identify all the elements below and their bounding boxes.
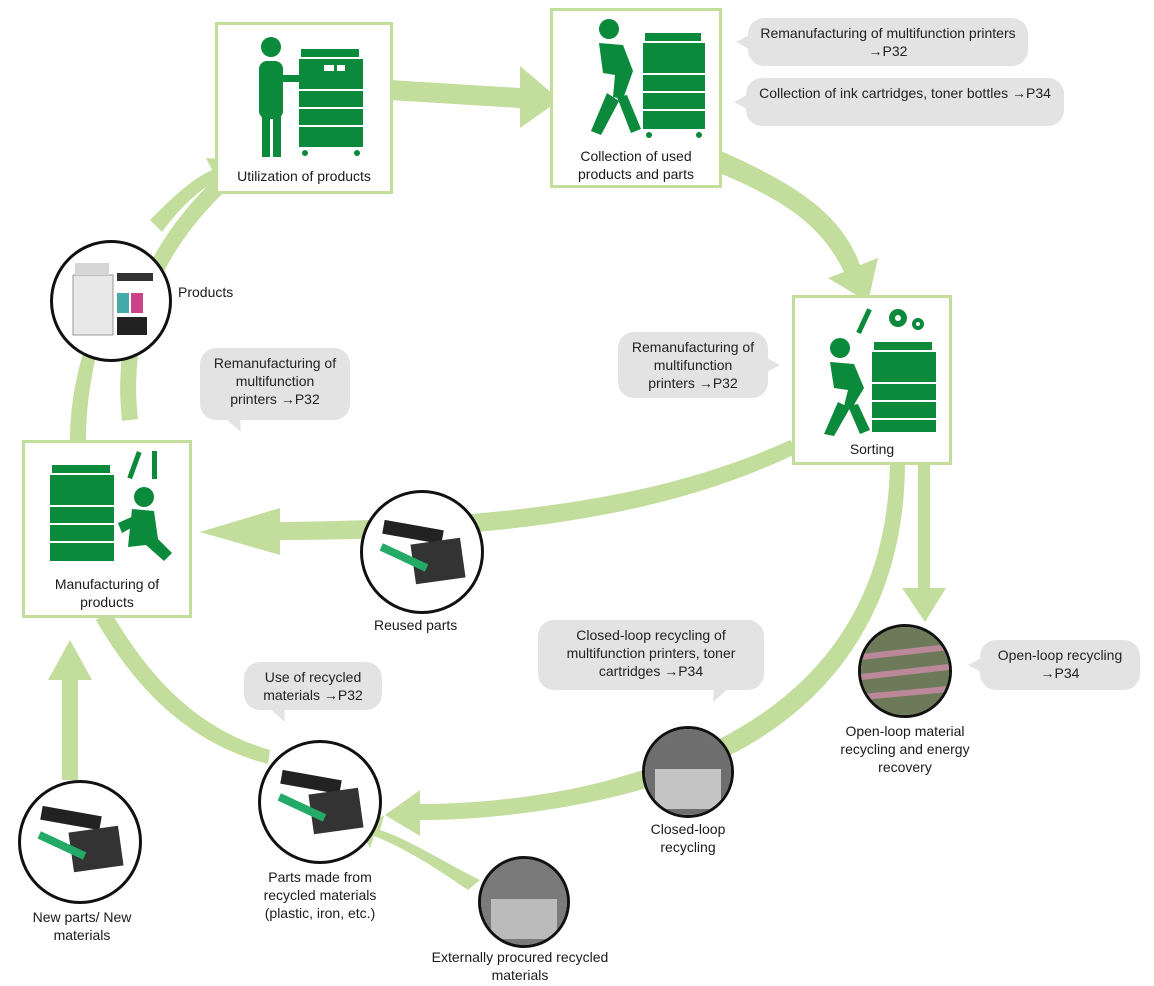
arrow-up-left: [70, 245, 138, 440]
arrow-manufacturing-to-parts: [96, 610, 270, 764]
external-caption: Externally procured recycled materials: [431, 949, 609, 983]
external-image: [478, 856, 570, 948]
new-parts-image: [18, 780, 142, 904]
bubble-closed-loop: Closed-loop recycling of multifunction p…: [538, 620, 764, 702]
collection-box: Collection of used products and parts: [550, 8, 722, 188]
closed-loop-image: [642, 726, 734, 818]
collection-label: Collection of used products and parts: [578, 148, 694, 182]
arrow-to-manufacturing: [200, 440, 800, 555]
utilization-box: Utilization of products: [215, 22, 393, 194]
bubble-recycled-materials: Use of recycled materials →P32: [244, 662, 382, 722]
manufacturing-box: Manufacturing of products: [22, 440, 192, 618]
open-loop-caption: Open-loop material recycling and energy …: [840, 723, 970, 775]
products-caption: Products: [178, 284, 234, 300]
products-image: [50, 240, 172, 362]
sorting-box: Sorting: [792, 295, 952, 465]
bubble-collection-ink: Collection of ink cartridges, toner bott…: [734, 78, 1064, 126]
arrow-products-to-utilization: [150, 158, 235, 232]
arrow-external-to-parts: [355, 816, 480, 890]
reused-parts-image: [360, 490, 484, 614]
closed-loop-caption: Closed-loop recycling: [650, 821, 726, 855]
new-parts-caption: New parts/ New materials: [32, 909, 132, 943]
printer-person-icon: [259, 37, 363, 157]
collection-person-icon: [591, 19, 705, 138]
bubble-open-loop: Open-loop recycling →P34: [968, 640, 1140, 690]
parts-recycled-image: [258, 740, 382, 864]
open-loop-image: [858, 624, 952, 718]
manufacturing-icon: [50, 451, 172, 561]
manufacturing-label: Manufacturing of products: [54, 576, 160, 610]
bubble-remanufacturing-top: Remanufacturing of multifunction printer…: [736, 18, 1028, 66]
parts-recycled-caption: Parts made from recycled materials (plas…: [263, 869, 377, 921]
sorting-person-icon: [824, 308, 936, 436]
reused-parts-caption: Reused parts: [374, 617, 458, 633]
bubble-remanufacturing-left: Remanufacturing of multifunction printer…: [200, 348, 350, 432]
arrow-to-open-loop: [902, 462, 946, 622]
arrow-to-collection: [390, 66, 560, 128]
sorting-label: Sorting: [849, 441, 895, 457]
arrow-new-parts-up: [48, 640, 92, 780]
utilization-label: Utilization of products: [237, 168, 371, 184]
bubble-remanufacturing-sorting: Remanufacturing of multifunction printer…: [618, 332, 780, 398]
